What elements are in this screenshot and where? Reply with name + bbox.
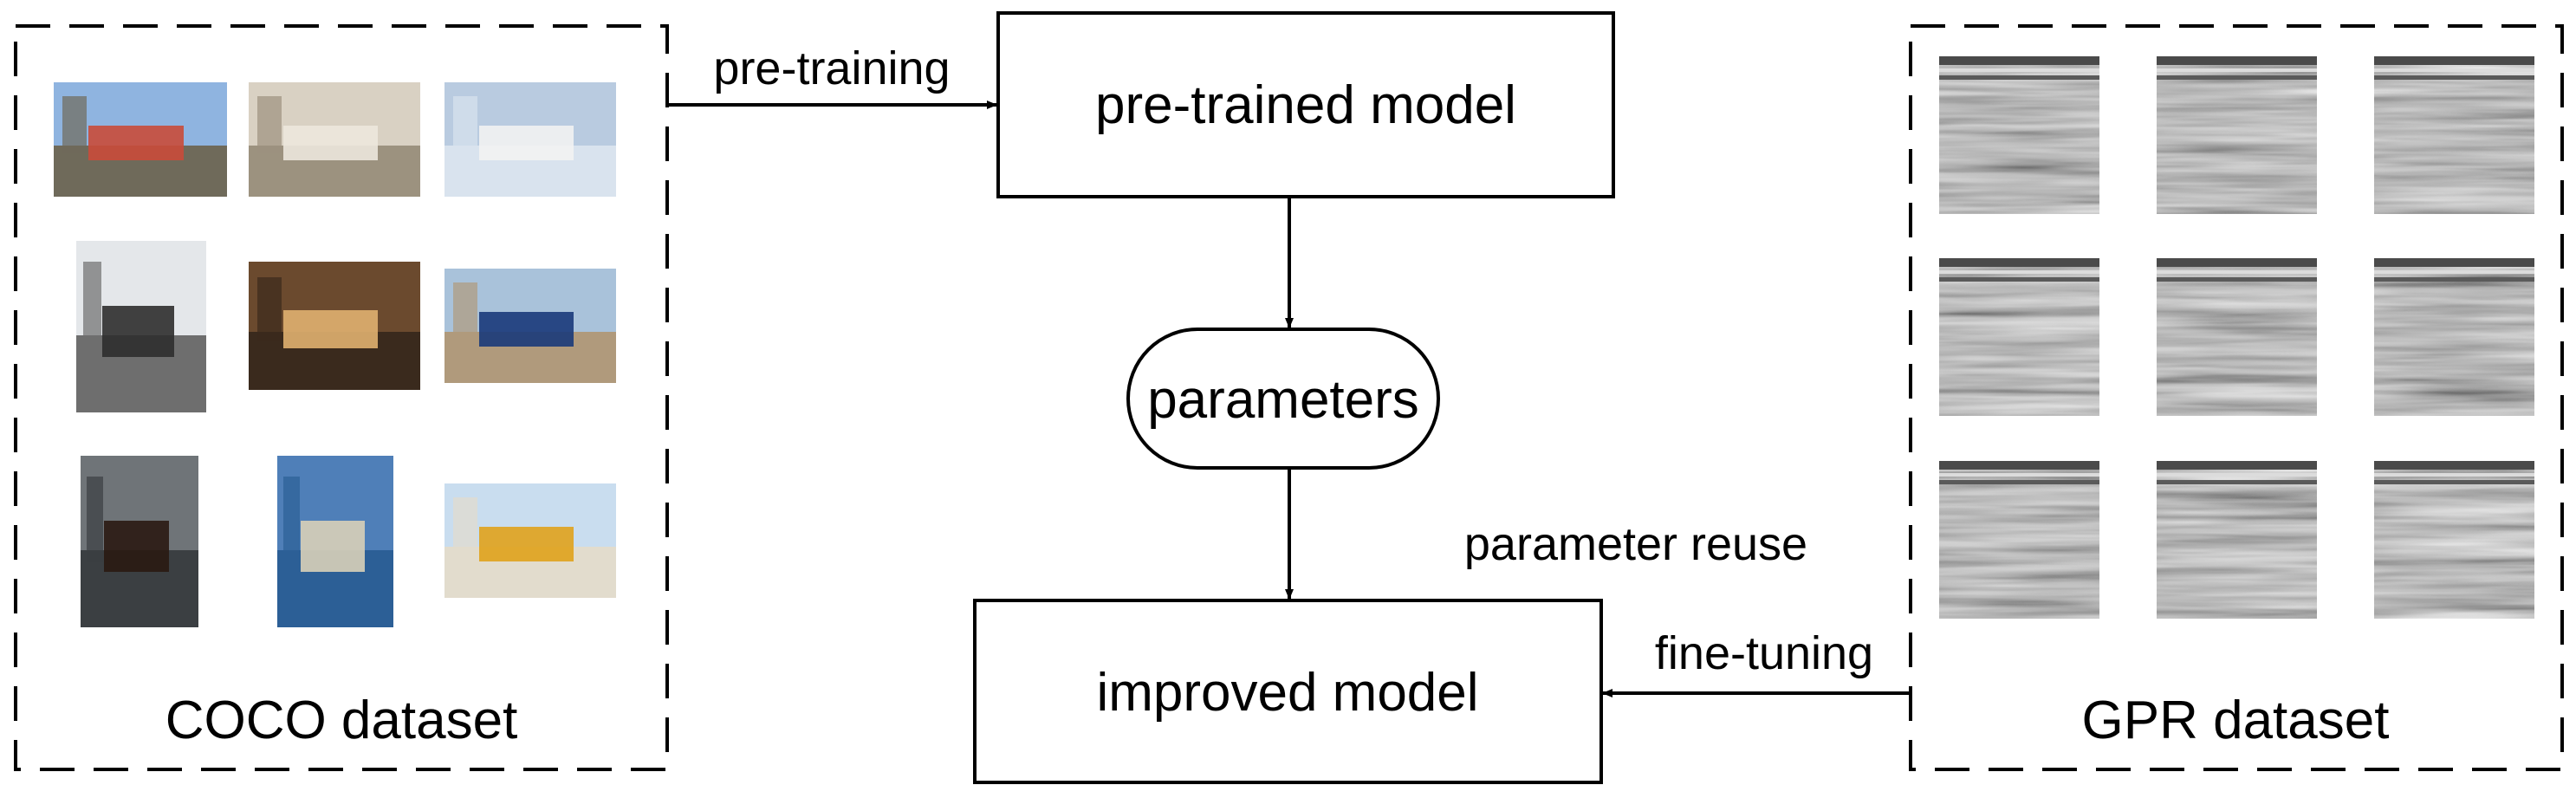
parameters-node [1126,328,1440,470]
gpr-radargram-tile [2157,461,2317,619]
parameters-label: parameters [1147,370,1419,430]
gpr-radargram-tile [1939,56,2099,214]
gpr-dataset-group [1909,24,2564,771]
improved-model-box [973,599,1603,784]
coco-dataset-label: COCO dataset [165,691,518,750]
gpr-dataset-label: GPR dataset [2082,691,2390,750]
photo-kitchen [249,262,420,390]
photo-wine [81,456,198,627]
photo-boat [277,456,393,627]
pretraining-label: pre-training [713,42,950,94]
gpr-image-grid [1939,56,2534,619]
photo-airplane [444,82,616,197]
gpr-radargram-tile [2374,56,2534,214]
gpr-radargram-tile [2374,461,2534,619]
gpr-radargram-tile [1939,461,2099,619]
coco-dataset-group [14,24,669,771]
coco-image-grid [54,82,616,627]
photo-bus [444,483,616,598]
improved-model-label: improved model [1096,663,1478,723]
finetuning-label: fine-tuning [1655,627,1873,679]
photo-street-dog [249,82,420,197]
gpr-radargram-tile [2157,56,2317,214]
photo-hotel-street [444,269,616,383]
gpr-radargram-tile [1939,258,2099,416]
parameter-reuse-label: parameter reuse [1464,518,1807,570]
pretrained-model-box [996,11,1615,198]
photo-train [54,82,227,197]
pretrained-model-label: pre-trained model [1095,75,1516,135]
photo-clock [76,241,206,412]
gpr-radargram-tile [2157,258,2317,416]
gpr-radargram-tile [2374,258,2534,416]
